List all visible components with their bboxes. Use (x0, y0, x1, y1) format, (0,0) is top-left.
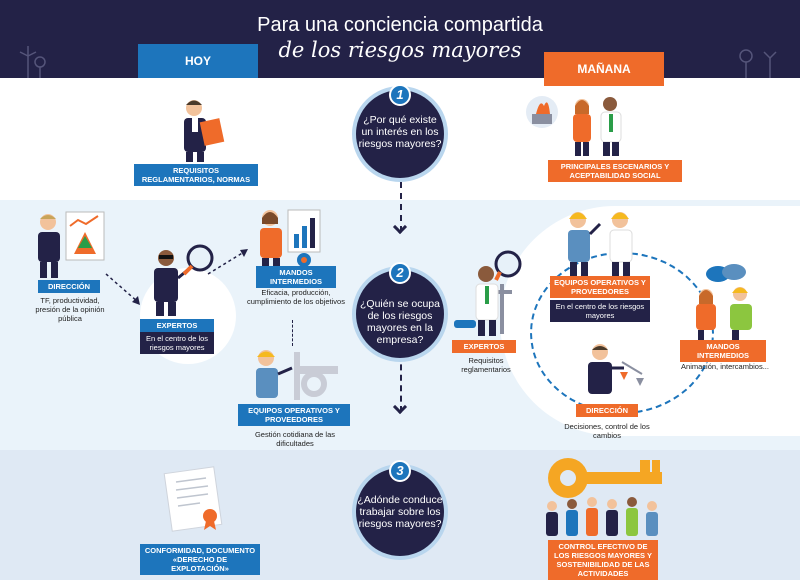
direccion-manana-label: DIRECCIÓN (576, 404, 638, 417)
certificate-illustration (163, 466, 223, 532)
expertos-hoy-desc: En el centro de los riesgos mayores (140, 332, 214, 354)
header-title-line1: Para una conciencia compartida (257, 14, 543, 36)
arrow-mandos-equipos (292, 320, 293, 346)
regulations-person-illustration (184, 100, 225, 162)
expertos-hoy-label: EXPERTOS (140, 319, 214, 332)
direccion-hoy-illustration (38, 211, 105, 278)
mandos-manana-label: MANDOS INTERMEDIOS (680, 340, 766, 362)
expertos-manana-label: EXPERTOS (452, 340, 516, 353)
expertos-manana-illustration (454, 250, 522, 336)
question-1-number: 1 (389, 84, 411, 106)
header-title-line2: de los riesgos mayores (278, 38, 522, 62)
question-3-number: 3 (389, 460, 411, 482)
mandos-hoy-desc: Eficacia, producción, cumplimiento de lo… (247, 288, 345, 306)
equipos-hoy-illustration (256, 350, 338, 400)
header: Para una conciencia compartida de los ri… (0, 0, 800, 78)
conformidad-label: CONFORMIDAD, DOCUMENTO «DERECHO DE EXPLO… (140, 544, 260, 575)
tab-hoy: HOY (138, 44, 258, 78)
equipos-hoy-label: EQUIPOS OPERATIVOS Y PROVEEDORES (238, 404, 350, 426)
direccion-hoy-label: DIRECCIÓN (38, 280, 100, 293)
direccion-manana-illustration (588, 344, 644, 394)
arrow-expertos-mandos (207, 249, 248, 275)
escenarios-illustration (526, 96, 622, 156)
control-label: CONTROL EFECTIVO DE LOS RIESGOS MAYORES … (548, 540, 658, 580)
question-2-circle: ¿Quién se ocupa de los riesgos mayores e… (352, 266, 448, 362)
mandos-manana-illustration (696, 264, 752, 340)
arrow-direccion-expertos (105, 273, 140, 305)
direccion-hoy-desc: TF, productividad, presión de la opinión… (35, 296, 105, 323)
header-decoration (19, 46, 777, 78)
tab-manana: MAÑANA (544, 52, 664, 86)
mandos-manana-desc: Animación, intercambios... (681, 362, 769, 371)
direccion-manana-desc: Decisiones, control de los cambios (564, 422, 650, 440)
question-3-text: ¿Adónde conduce trabajar sobre los riesg… (357, 494, 443, 530)
equipos-hoy-desc: Gestión cotidiana de las dificultades (254, 430, 336, 448)
key-team-illustration (546, 458, 662, 536)
escenarios-label: PRINCIPALES ESCENARIOS Y ACEPTABILIDAD S… (548, 160, 682, 182)
mandos-hoy-illustration (260, 209, 321, 270)
equipos-manana-label: EQUIPOS OPERATIVOS Y PROVEEDORES (550, 276, 650, 298)
question-1-text: ¿Por qué existe un interés en los riesgo… (358, 114, 442, 150)
requisitos-label: REQUISITOS REGLAMENTARIOS, NORMAS (134, 164, 258, 186)
question-2-text: ¿Quién se ocupa de los riesgos mayores e… (360, 298, 440, 346)
mandos-hoy-label: MANDOS INTERMEDIOS (256, 266, 336, 288)
equipos-manana-desc: En el centro de los riesgos mayores (550, 300, 650, 322)
question-2-number: 2 (389, 262, 411, 284)
flow-line-2 (400, 354, 402, 412)
expertos-hoy-illustration (154, 244, 214, 316)
expertos-manana-desc: Requisitos reglamentarios (461, 356, 511, 374)
flow-line-1 (400, 182, 402, 232)
equipos-manana-illustration (568, 212, 633, 276)
